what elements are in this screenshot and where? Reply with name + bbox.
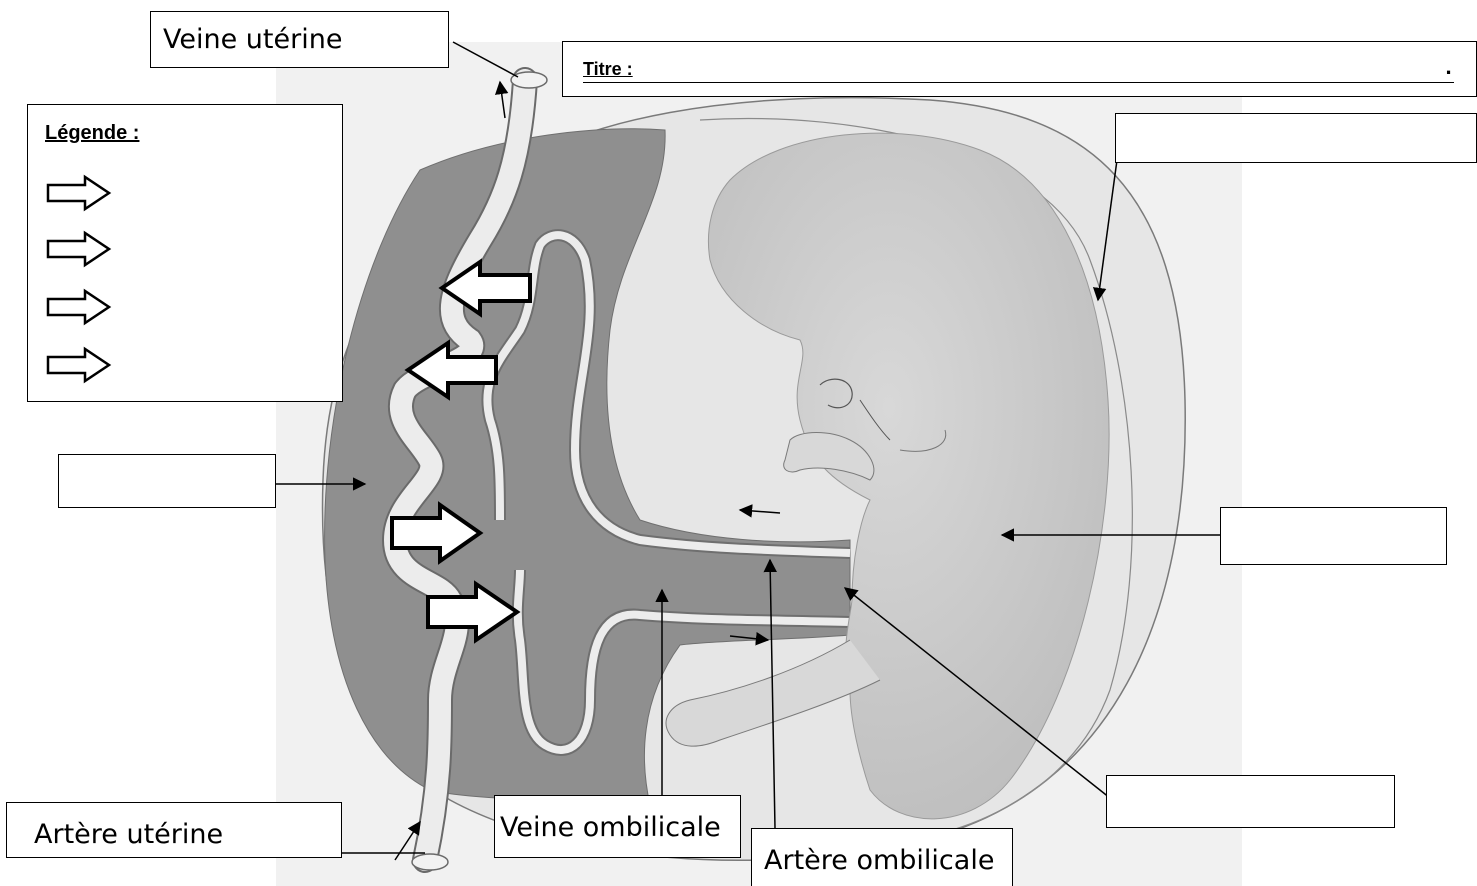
label-veine-ombilicale-box: Veine ombilicale	[494, 795, 741, 858]
blank-label-placenta[interactable]	[58, 454, 276, 508]
label-veine-ombilicale: Veine ombilicale	[500, 812, 721, 843]
blank-label-cordon[interactable]	[1106, 775, 1395, 828]
title-box[interactable]: Titre : .	[562, 41, 1477, 97]
label-veine-uterine: Veine utérine	[163, 24, 342, 55]
blank-label-foetus[interactable]	[1220, 507, 1447, 565]
label-artere-uterine: Artère utérine	[34, 819, 223, 850]
title-underline	[583, 82, 1454, 83]
arrow-right-outline-icon	[45, 229, 115, 269]
legend-item-2	[45, 229, 105, 263]
blank-label-amnion[interactable]	[1115, 113, 1477, 163]
label-artere-ombilicale-box: Artère ombilicale	[751, 828, 1013, 886]
arrow-right-outline-icon	[45, 345, 115, 385]
legend-item-1	[45, 173, 105, 207]
title-end-mark: .	[1445, 58, 1452, 79]
legend-box: Légende :	[27, 104, 343, 402]
label-artere-ombilicale: Artère ombilicale	[764, 845, 994, 876]
arrow-right-outline-icon	[45, 173, 115, 213]
label-artere-uterine-box: Artère utérine	[6, 802, 342, 858]
legend-title: Légende :	[45, 122, 139, 145]
legend-item-3	[45, 287, 105, 321]
legend-item-4	[45, 345, 105, 379]
label-veine-uterine-box: Veine utérine	[150, 11, 449, 68]
arrow-right-outline-icon	[45, 287, 115, 327]
title-label: Titre :	[583, 59, 633, 80]
